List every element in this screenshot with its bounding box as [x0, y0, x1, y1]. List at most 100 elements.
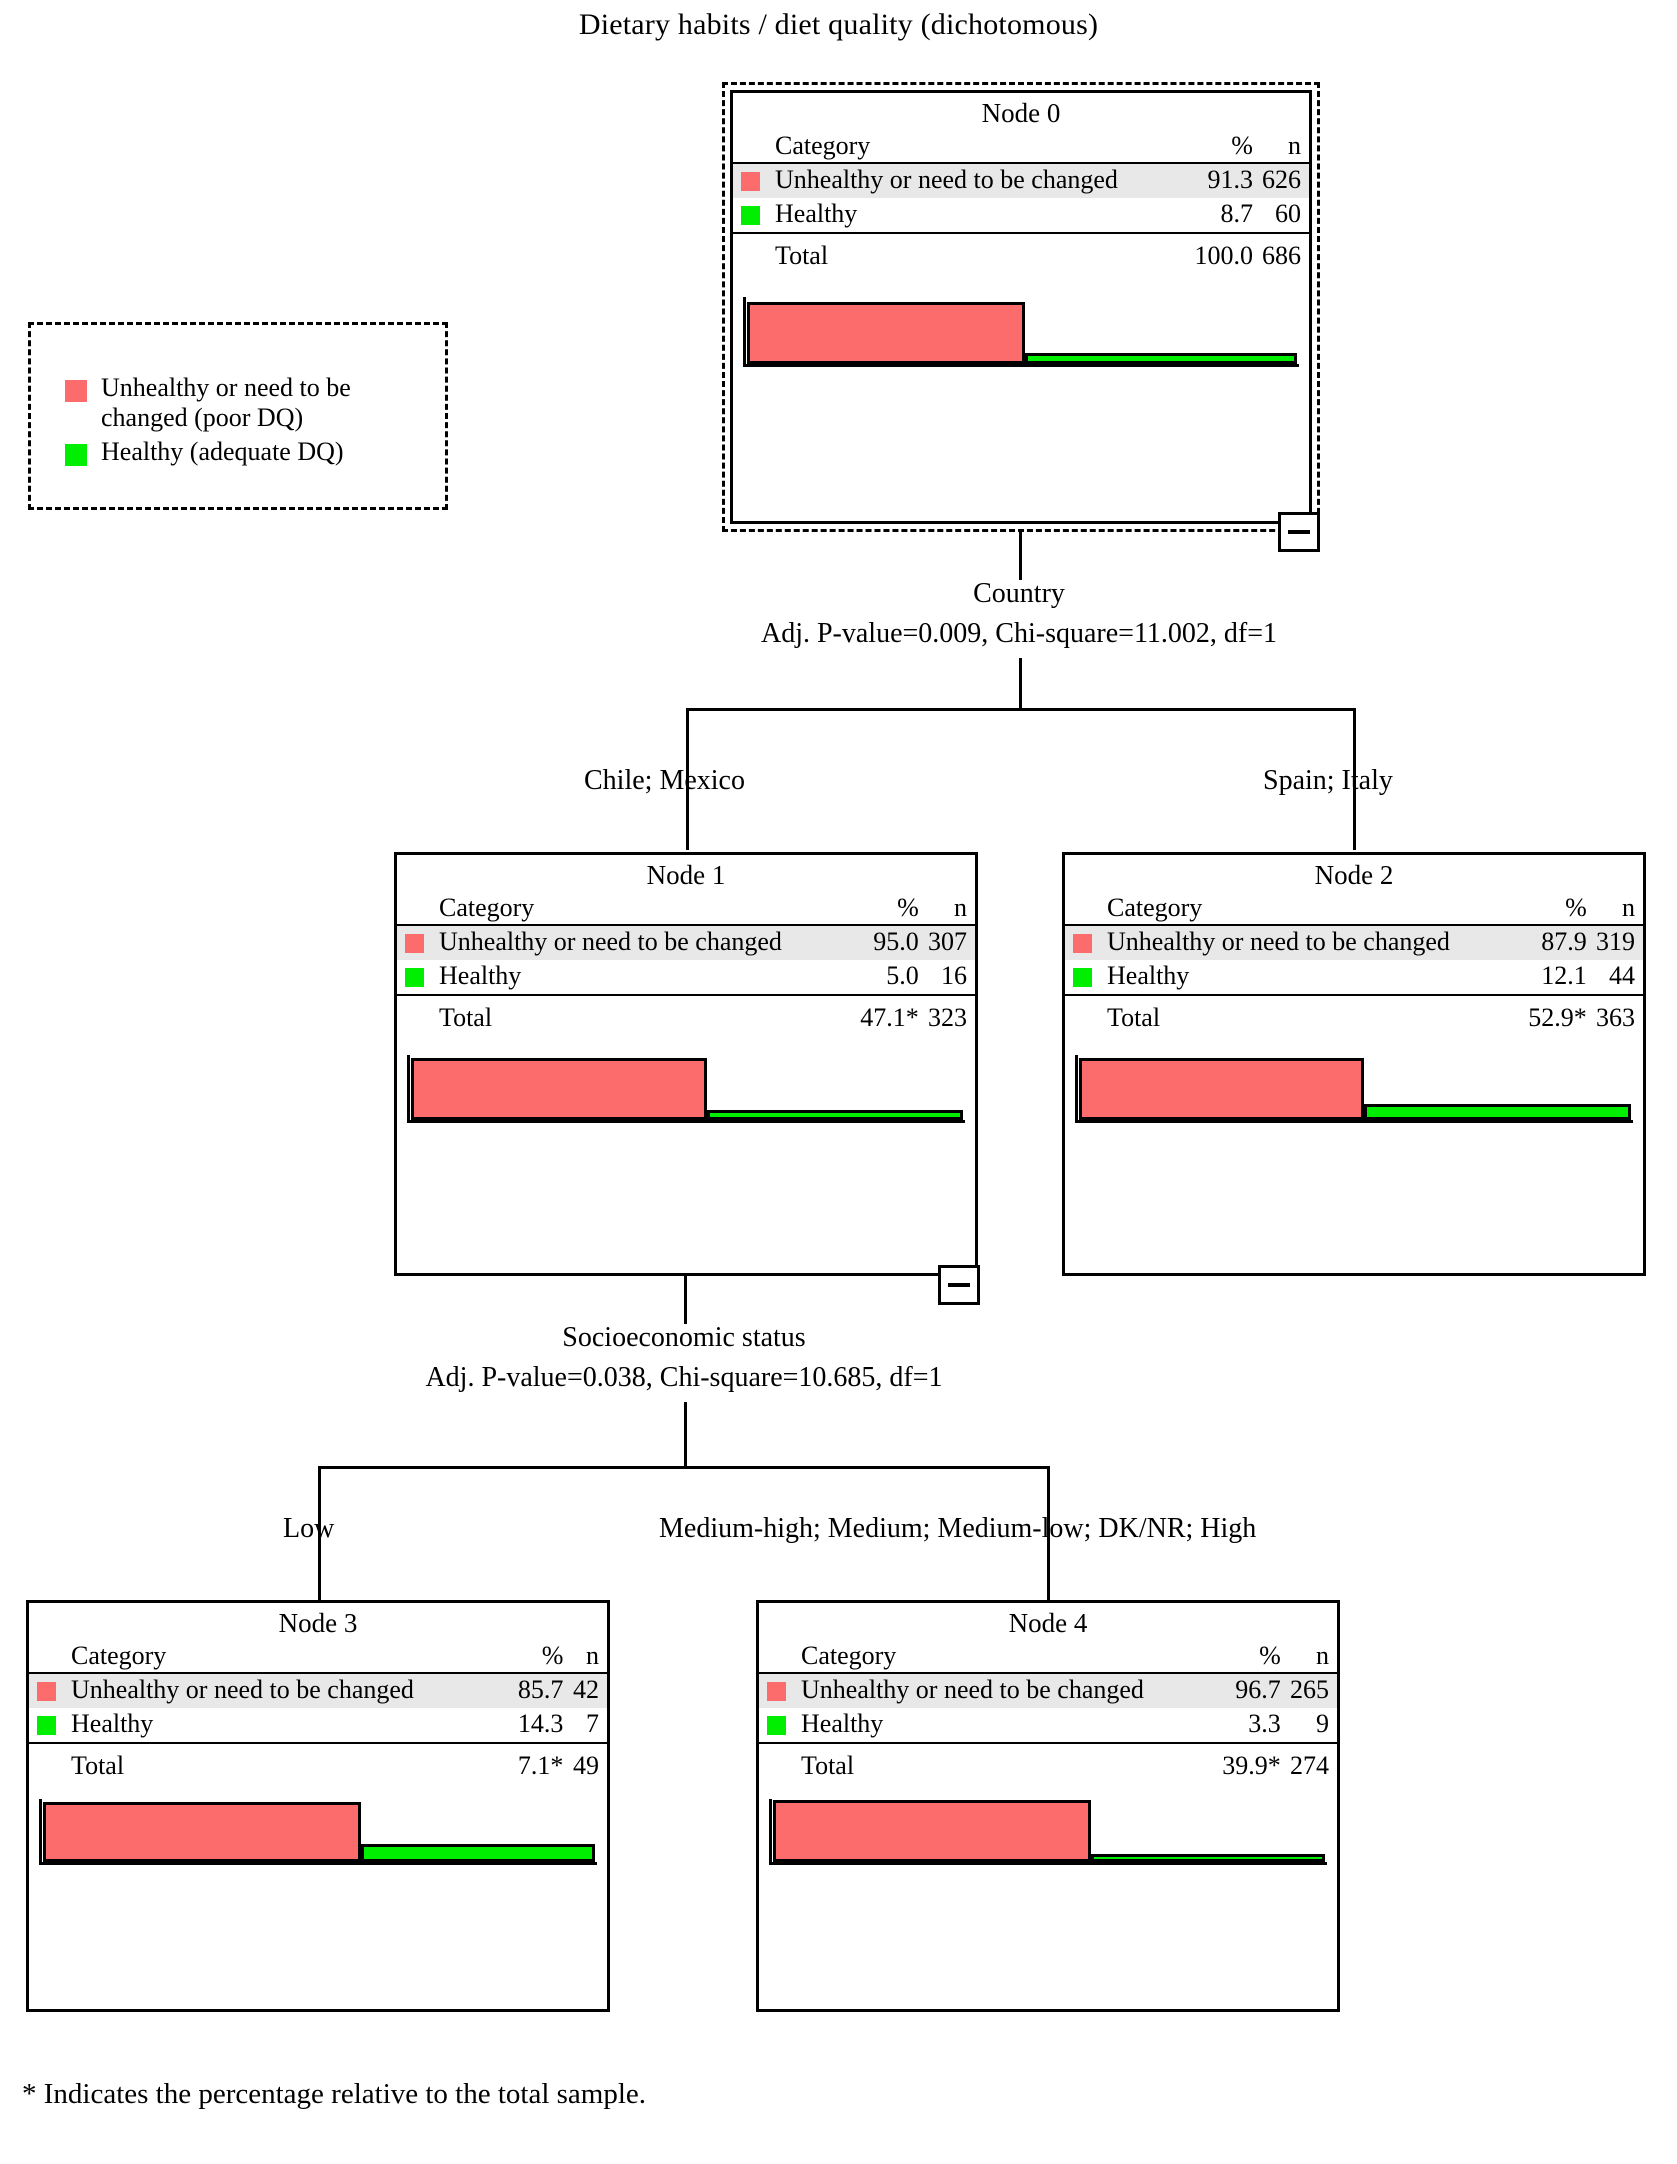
node-3-title: Node 3 — [278, 1608, 358, 1638]
row-category: Healthy — [775, 199, 858, 228]
bar-healthy — [1363, 1104, 1631, 1120]
table-total-row: Total 7.1* 49 — [29, 1743, 607, 1781]
row-category: Healthy — [1107, 961, 1190, 990]
total-label: Total — [439, 1003, 493, 1032]
bar-axis — [743, 297, 746, 367]
row-category: Unhealthy or need to be changed — [801, 1675, 1144, 1704]
table-row: Healthy 12.1 44 — [1065, 960, 1643, 995]
row-percent: 85.7 — [517, 1675, 564, 1704]
row-n: 626 — [1262, 165, 1301, 194]
row-percent: 12.1 — [1541, 961, 1587, 990]
node-0-table: Category % n Unhealthy or need to be cha… — [733, 130, 1309, 271]
healthy-swatch — [405, 968, 424, 987]
legend: Unhealthy or need to be changed (poor DQ… — [28, 322, 448, 510]
bar-baseline — [407, 1120, 965, 1123]
node-2-table: Category % n Unhealthy or need to be cha… — [1065, 892, 1643, 1033]
unhealthy-swatch — [767, 1682, 786, 1701]
table-row: Unhealthy or need to be changed 96.7 265 — [759, 1673, 1337, 1708]
footnote: * Indicates the percentage relative to t… — [22, 2078, 647, 2110]
minus-icon — [948, 1283, 970, 1287]
node-0-collapse-toggle[interactable] — [1278, 512, 1320, 552]
total-percent: 52.9* — [1528, 1003, 1587, 1032]
node-1-collapse-toggle[interactable] — [938, 1265, 980, 1305]
total-label: Total — [775, 241, 829, 270]
header-percent: % — [897, 893, 919, 922]
bar-healthy — [1091, 1854, 1325, 1862]
total-n: 49 — [573, 1751, 599, 1780]
legend-item-label: Healthy (adequate DQ) — [101, 437, 344, 466]
node-0[interactable]: Node 0 Category % n Unhealthy or need to… — [730, 90, 1312, 524]
table-row: Healthy 14.3 7 — [29, 1708, 607, 1743]
total-n: 323 — [928, 1003, 967, 1032]
row-percent: 87.9 — [1541, 927, 1587, 956]
node-2-title: Node 2 — [1314, 860, 1394, 890]
row-percent: 95.0 — [873, 927, 919, 956]
total-percent: 39.9* — [1222, 1751, 1281, 1780]
total-percent: 100.0 — [1194, 241, 1253, 270]
node-1[interactable]: Node 1 Category % n Unhealthy or need to… — [394, 852, 978, 1276]
total-label: Total — [71, 1751, 125, 1780]
connector-branch-right — [1353, 708, 1356, 850]
legend-item-label: Unhealthy or need to be changed (poor DQ… — [101, 373, 351, 432]
row-percent: 91.3 — [1207, 165, 1253, 194]
header-category: Category — [1107, 893, 1203, 922]
bar-healthy — [361, 1844, 595, 1862]
unhealthy-swatch — [37, 1682, 56, 1701]
split-1-statistics: Adj. P-value=0.009, Chi-square=11.002, d… — [760, 618, 1278, 649]
row-percent: 5.0 — [886, 961, 919, 990]
connector-split1-down — [1019, 658, 1022, 710]
healthy-swatch — [767, 1716, 786, 1735]
bar-healthy — [1025, 353, 1297, 364]
header-percent: % — [541, 1641, 564, 1670]
header-n: n — [1316, 1641, 1329, 1670]
node-1-bar-chart — [407, 1055, 965, 1123]
bar-unhealthy — [1079, 1058, 1364, 1120]
connector-node1-down — [684, 1276, 687, 1324]
connector-node0-down — [1019, 532, 1022, 580]
unhealthy-swatch — [741, 172, 760, 191]
unhealthy-swatch — [1073, 934, 1092, 953]
bar-axis — [39, 1799, 42, 1865]
node-4[interactable]: Node 4 Category % n Unhealthy or need to… — [756, 1600, 1340, 2012]
branch-label-right: Spain; Italy — [1263, 765, 1393, 796]
row-n: 42 — [573, 1675, 599, 1704]
table-row: Unhealthy or need to be changed 91.3 626 — [733, 163, 1309, 198]
split-2-statistics: Adj. P-value=0.038, Chi-square=10.685, d… — [425, 1362, 943, 1393]
table-total-row: Total 47.1* 323 — [397, 995, 975, 1033]
node-2[interactable]: Node 2 Category % n Unhealthy or need to… — [1062, 852, 1646, 1276]
node-3[interactable]: Node 3 Category % n Unhealthy or need to… — [26, 1600, 610, 2012]
table-header-row: Category % n — [759, 1640, 1337, 1673]
table-row: Unhealthy or need to be changed 87.9 319 — [1065, 925, 1643, 960]
node-3-bar-chart — [39, 1799, 597, 1865]
table-row: Unhealthy or need to be changed 85.7 42 — [29, 1673, 607, 1708]
table-header-row: Category % n — [733, 130, 1309, 163]
healthy-swatch — [65, 444, 87, 466]
table-header-row: Category % n — [397, 892, 975, 925]
row-percent: 14.3 — [517, 1709, 564, 1738]
bar-baseline — [743, 364, 1299, 367]
header-percent: % — [1259, 1641, 1281, 1670]
header-percent: % — [1231, 131, 1253, 160]
healthy-swatch — [1073, 968, 1092, 987]
bar-baseline — [39, 1862, 597, 1865]
node-0-bar-chart — [743, 297, 1299, 367]
connector-split2-down — [684, 1402, 687, 1468]
header-category: Category — [71, 1641, 167, 1670]
row-n: 319 — [1596, 927, 1635, 956]
table-row: Unhealthy or need to be changed 95.0 307 — [397, 925, 975, 960]
split-2-variable: Socioeconomic status — [562, 1322, 806, 1353]
node-4-bar-chart — [769, 1799, 1327, 1865]
table-row: Healthy 3.3 9 — [759, 1708, 1337, 1743]
row-n: 265 — [1290, 1675, 1329, 1704]
total-label: Total — [1107, 1003, 1161, 1032]
bar-unhealthy — [43, 1802, 362, 1862]
row-category: Healthy — [71, 1709, 154, 1738]
node-3-table: Category % n Unhealthy or need to be cha… — [29, 1640, 607, 1781]
header-percent: % — [1565, 893, 1587, 922]
row-category: Unhealthy or need to be changed — [1107, 927, 1450, 956]
total-n: 686 — [1262, 241, 1301, 270]
bar-axis — [1075, 1055, 1078, 1123]
row-category: Unhealthy or need to be changed — [775, 165, 1118, 194]
table-total-row: Total 39.9* 274 — [759, 1743, 1337, 1781]
node-0-title: Node 0 — [981, 98, 1061, 128]
